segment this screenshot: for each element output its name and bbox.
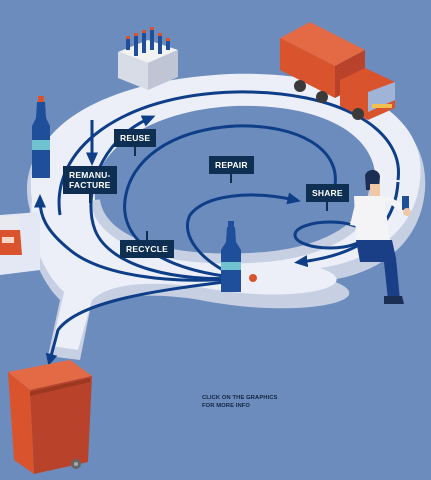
reuse-label[interactable]: REUSE	[114, 129, 157, 156]
remanufacture-label[interactable]: REMANU- FACTURE	[63, 166, 117, 203]
info-note: CLICK ON THE GRAPHICS FOR MORE INFO	[202, 395, 312, 410]
info-line-2: FOR MORE INFO	[202, 402, 250, 409]
bottle-crate-icon[interactable]	[118, 27, 178, 90]
delivery-truck-icon[interactable]	[280, 22, 395, 120]
jar-icon[interactable]	[0, 216, 22, 255]
share-label[interactable]: SHARE	[306, 184, 349, 211]
remanufacture-label-line2: FACTURE	[69, 180, 111, 190]
info-line-1: CLICK ON THE GRAPHICS	[202, 395, 278, 401]
waste-bin-icon[interactable]	[8, 360, 92, 474]
recycle-label[interactable]: RECYCLE	[120, 231, 175, 258]
bottle-cap-icon[interactable]	[249, 274, 257, 282]
remanufacture-label-line1: REMANU-	[69, 170, 111, 180]
seated-person-icon[interactable]	[350, 169, 411, 304]
repair-label[interactable]: REPAIR	[209, 156, 254, 183]
flow-arrows	[34, 90, 400, 366]
glass-bottle-icon[interactable]	[32, 96, 50, 178]
glass-bottle-icon[interactable]	[221, 221, 241, 292]
